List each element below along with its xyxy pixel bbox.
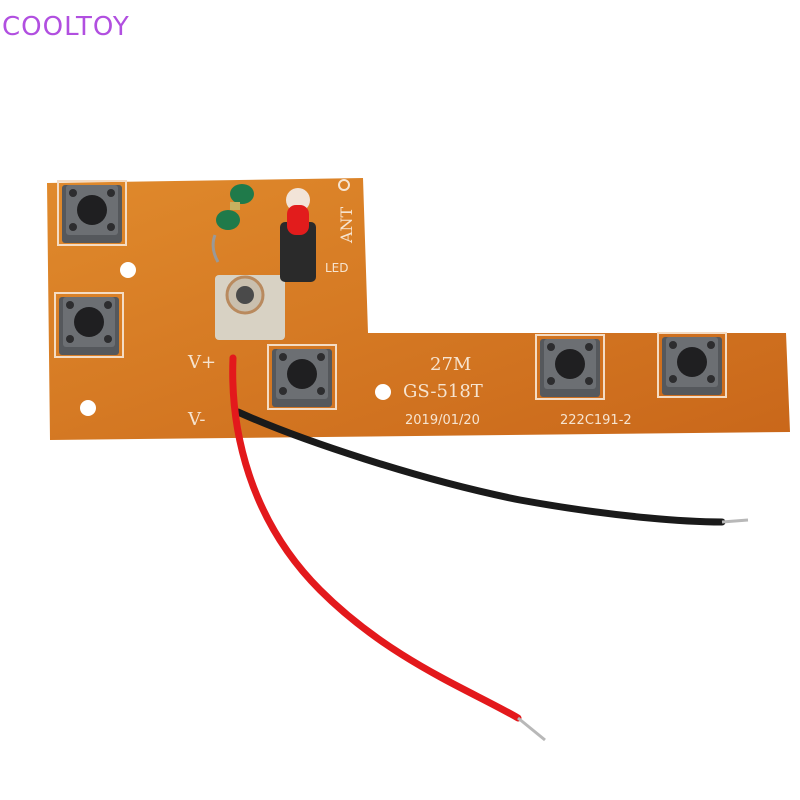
inductor — [211, 184, 254, 263]
model-name: GS-518T — [403, 381, 483, 402]
mount-hole — [375, 384, 391, 400]
tact-button — [657, 332, 727, 398]
tact-button — [57, 180, 127, 246]
mount-hole — [80, 400, 96, 416]
tact-button — [535, 334, 605, 400]
tact-button — [54, 292, 124, 358]
wire-negative — [234, 408, 749, 526]
model-frequency: 27M — [430, 354, 471, 375]
tact-button — [267, 344, 337, 410]
wire-positive — [229, 354, 546, 742]
label-vplus: V+ — [187, 352, 216, 373]
board-date: 2019/01/20 — [405, 413, 480, 428]
brand-watermark: COOLTOY — [2, 12, 130, 42]
label-ant: ANT — [337, 206, 356, 244]
board-code: 222C191-2 — [560, 413, 632, 428]
led — [280, 188, 316, 282]
mount-hole — [120, 262, 136, 278]
label-vminus: V- — [187, 409, 205, 430]
label-led: LED — [325, 261, 349, 275]
coil-former — [215, 275, 285, 340]
